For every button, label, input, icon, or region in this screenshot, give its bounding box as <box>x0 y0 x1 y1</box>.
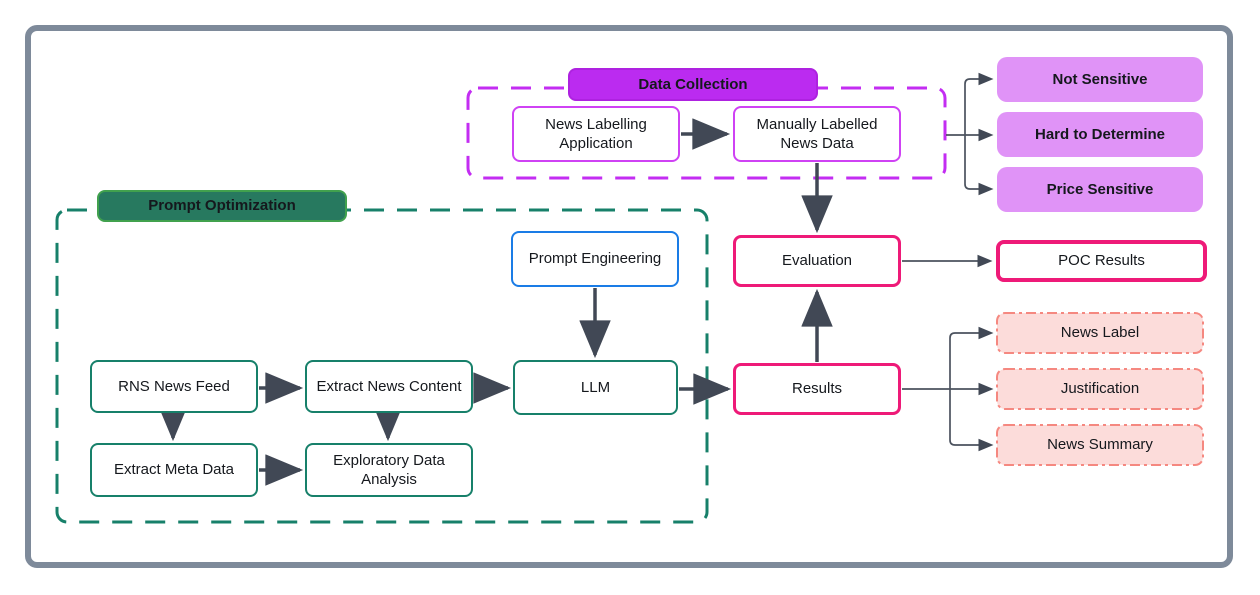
node-exploratory-data-analysis: Exploratory Data Analysis <box>305 443 473 497</box>
node-price-sensitive: Price Sensitive <box>997 167 1203 212</box>
node-not-sensitive: Not Sensitive <box>997 57 1203 102</box>
node-llm: LLM <box>513 360 678 415</box>
node-news-label: News Label <box>1060 324 1140 342</box>
data-collection-header: Data Collection <box>568 68 818 101</box>
node-hard-to-determine: Hard to Determine <box>997 112 1203 157</box>
node-news-labelling-application: News Labelling Application <box>512 106 680 162</box>
node-extract-meta-data: Extract Meta Data <box>90 443 258 497</box>
node-prompt-engineering: Prompt Engineering <box>511 231 679 287</box>
outer-frame <box>25 25 1233 568</box>
node-extract-news-content: Extract News Content <box>305 360 473 413</box>
node-manually-labelled-news-data: Manually Labelled News Data <box>733 106 901 162</box>
node-poc-results: POC Results <box>996 240 1207 282</box>
node-justification: Justification <box>1060 380 1140 398</box>
prompt-optimization-header: Prompt Optimization <box>97 190 347 222</box>
node-evaluation: Evaluation <box>733 235 901 287</box>
node-news-summary: News Summary <box>1047 436 1153 454</box>
node-results: Results <box>733 363 901 415</box>
node-rns-news-feed: RNS News Feed <box>90 360 258 413</box>
